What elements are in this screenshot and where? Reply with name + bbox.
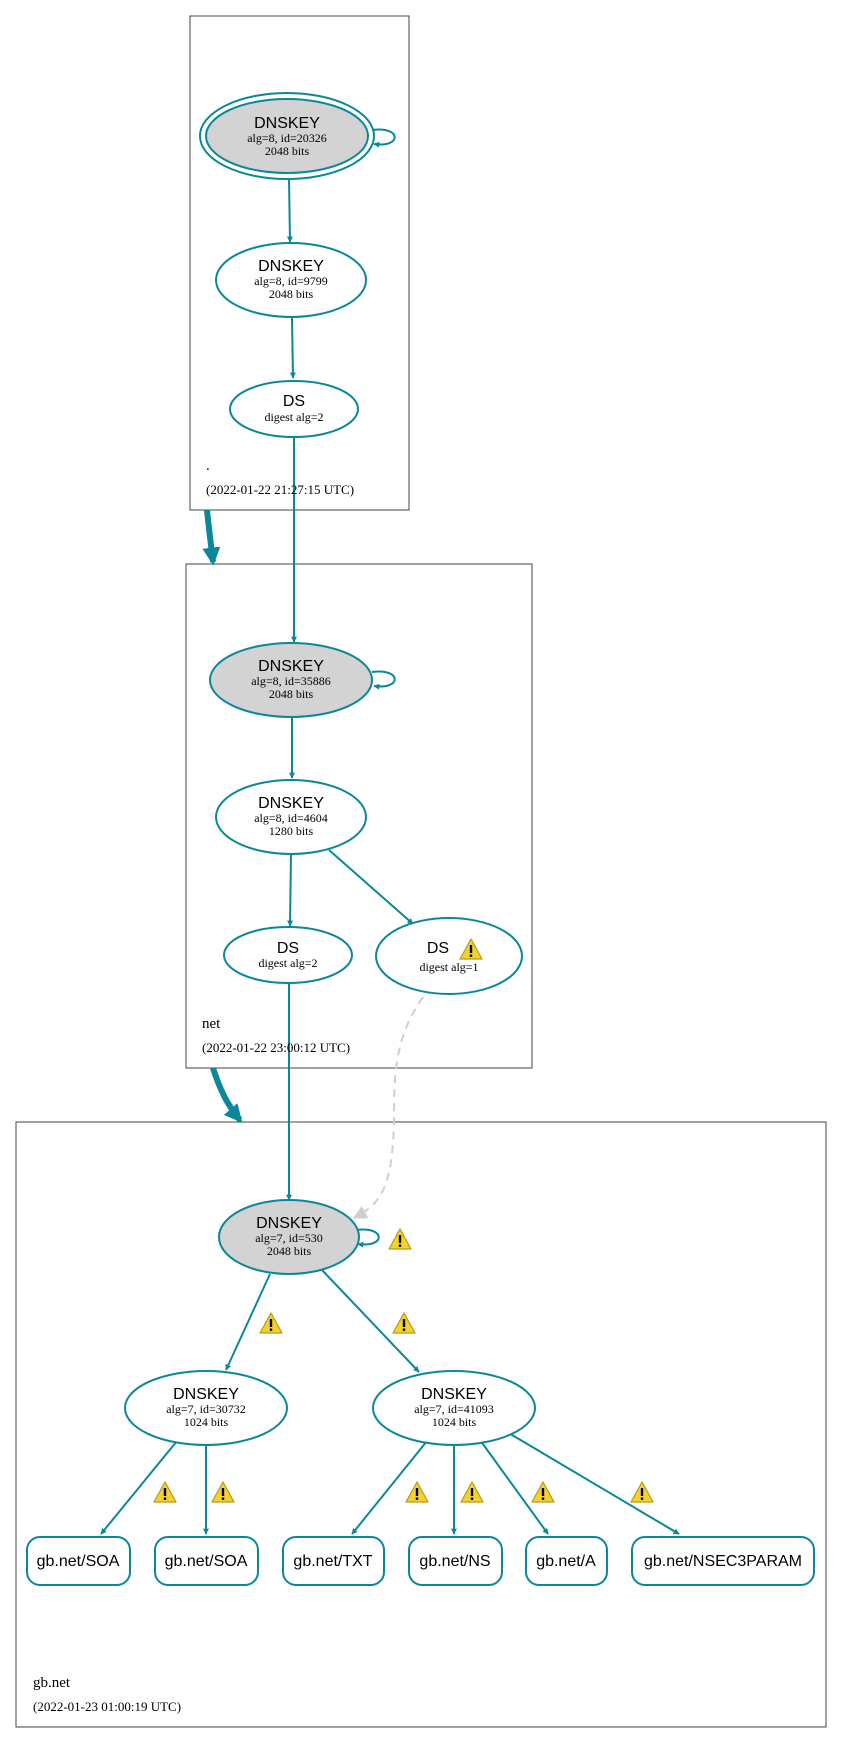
node-net-ds1-digest: digest alg=1 [419, 960, 478, 974]
node-net-zsk[interactable]: DNSKEY alg=8, id=4604 1280 bits [215, 779, 367, 855]
edge-zsk1-soa-a [100, 1440, 178, 1535]
node-root-zsk-bits: 2048 bits [269, 287, 314, 301]
node-gb-zsk2-title: DNSKEY [421, 1386, 487, 1403]
node-root-zsk[interactable]: DNSKEY alg=8, id=9799 2048 bits [215, 242, 367, 318]
delegation-arrow-net-gbnet [210, 1067, 243, 1123]
rrset-label: gb.net/SOA [37, 1553, 120, 1570]
warning-icon [392, 1312, 416, 1334]
warning-icon [531, 1481, 555, 1503]
node-root-ksk-bits: 2048 bits [265, 144, 310, 158]
node-gb-zsk-30732[interactable]: DNSKEY alg=7, id=30732 1024 bits [124, 1370, 288, 1446]
node-root-zsk-id: alg=8, id=9799 [254, 274, 328, 288]
warning-icon [388, 1228, 412, 1250]
node-net-ksk-id: alg=8, id=35886 [251, 674, 331, 688]
edge-gb-ksk-zsk1 [225, 1273, 271, 1371]
self-sign-root-ksk [371, 128, 396, 148]
edge-root-ksk-zsk [286, 177, 293, 243]
node-root-ksk[interactable]: DNSKEY alg=8, id=20326 2048 bits [199, 92, 375, 180]
node-gb-ksk-title: DNSKEY [256, 1215, 322, 1232]
node-gb-zsk1-bits: 1024 bits [184, 1415, 229, 1429]
rrset-label: gb.net/NSEC3PARAM [644, 1553, 802, 1570]
node-root-ksk-id: alg=8, id=20326 [247, 131, 327, 145]
edge-zsk2-nsec3param [506, 1431, 680, 1535]
node-root-zsk-title: DNSKEY [258, 258, 324, 275]
rrset-label: gb.net/TXT [293, 1553, 372, 1570]
warning-icon [259, 1312, 283, 1334]
delegation-arrow-root-net [202, 509, 221, 566]
warning-icon [153, 1481, 177, 1503]
zone-timestamp-net: (2022-01-22 23:00:12 UTC) [202, 1040, 350, 1055]
node-net-ksk-bits: 2048 bits [269, 687, 314, 701]
node-root-ds[interactable]: DS digest alg=2 [229, 380, 359, 438]
edge-net-ds1-gb-ksk-insecure [352, 996, 424, 1219]
node-root-ksk-title: DNSKEY [254, 115, 320, 132]
node-net-ds-digest2[interactable]: DS digest alg=2 [223, 926, 353, 984]
warning-icon [405, 1481, 429, 1503]
edge-net-zsk-ds1 [328, 849, 414, 925]
node-net-ksk-title: DNSKEY [258, 658, 324, 675]
node-gb-zsk1-title: DNSKEY [173, 1386, 239, 1403]
node-net-ds-digest1[interactable]: DS digest alg=1 [375, 917, 523, 995]
warning-icon [460, 1481, 484, 1503]
rrset-node[interactable]: gb.net/NS [408, 1536, 503, 1586]
node-net-zsk-id: alg=8, id=4604 [254, 811, 328, 825]
node-root-ds-digest: digest alg=2 [264, 410, 323, 424]
node-net-ds1-title: DS [427, 940, 449, 957]
rrset-node[interactable]: gb.net/A [525, 1536, 608, 1586]
rrset-node[interactable]: gb.net/TXT [282, 1536, 385, 1586]
edge-gb-ksk-zsk2 [321, 1269, 420, 1373]
zone-box-net [185, 563, 533, 1069]
node-net-ds2-digest: digest alg=2 [258, 956, 317, 970]
warning-icon [211, 1481, 235, 1503]
rrset-node[interactable]: gb.net/NSEC3PARAM [631, 1536, 815, 1586]
self-sign-gb-ksk [355, 1228, 380, 1248]
zone-timestamp-root: (2022-01-22 21:27:15 UTC) [206, 482, 354, 497]
rrset-label: gb.net/A [536, 1553, 596, 1570]
zone-timestamp-gbnet: (2022-01-23 01:00:19 UTC) [33, 1699, 181, 1714]
rrset-label: gb.net/SOA [165, 1553, 248, 1570]
node-gb-zsk2-id: alg=7, id=41093 [414, 1402, 494, 1416]
zone-name-root: . [206, 458, 210, 474]
rrset-node[interactable]: gb.net/SOA [26, 1536, 131, 1586]
node-net-zsk-bits: 1280 bits [269, 824, 314, 838]
zone-box-root [189, 15, 410, 511]
node-gb-ksk-id: alg=7, id=530 [255, 1231, 323, 1245]
zone-name-net: net [202, 1016, 221, 1032]
edge-zsk2-a [479, 1439, 549, 1535]
edge-zsk2-txt [351, 1440, 428, 1535]
node-gb-ksk[interactable]: DNSKEY alg=7, id=530 2048 bits [218, 1199, 360, 1275]
warning-icon [630, 1481, 654, 1503]
zone-box-gbnet [15, 1121, 827, 1728]
node-net-ds2-title: DS [277, 940, 299, 957]
self-sign-net-ksk [371, 670, 396, 690]
edge-net-zsk-ds2 [287, 853, 294, 927]
zone-name-gbnet: gb.net [33, 1675, 71, 1691]
node-net-zsk-title: DNSKEY [258, 795, 324, 812]
node-root-ds-title: DS [283, 393, 305, 410]
node-gb-zsk2-bits: 1024 bits [432, 1415, 477, 1429]
edge-root-zsk-ds [289, 317, 296, 379]
node-net-ksk[interactable]: DNSKEY alg=8, id=35886 2048 bits [209, 642, 373, 718]
node-gb-zsk1-id: alg=7, id=30732 [166, 1402, 246, 1416]
node-gb-ksk-bits: 2048 bits [267, 1244, 312, 1258]
node-gb-zsk-41093[interactable]: DNSKEY alg=7, id=41093 1024 bits [372, 1370, 536, 1446]
rrset-label: gb.net/NS [419, 1553, 490, 1570]
rrset-node[interactable]: gb.net/SOA [154, 1536, 259, 1586]
